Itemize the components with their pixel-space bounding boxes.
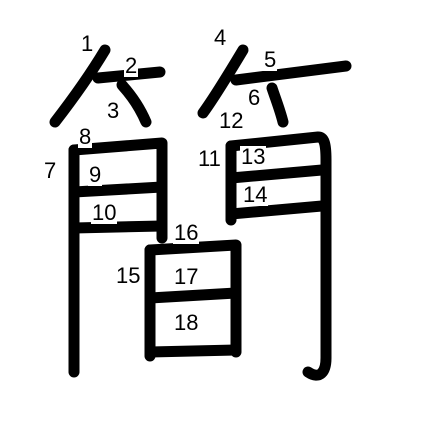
stroke-17 <box>144 287 242 304</box>
stroke-number-17: 17 <box>173 264 200 289</box>
stroke-number-12: 12 <box>218 108 245 133</box>
stroke-number-8: 8 <box>78 124 93 149</box>
stroke-number-11: 11 <box>197 146 222 171</box>
stroke-12 <box>225 131 332 381</box>
stroke-5 <box>230 60 352 86</box>
stroke-3 <box>116 79 152 128</box>
stroke-number-14: 14 <box>242 182 269 207</box>
stroke-number-4: 4 <box>213 25 228 50</box>
stroke-number-1: 1 <box>80 31 95 56</box>
stroke-4 <box>197 44 249 119</box>
stroke-8 <box>68 137 168 244</box>
stroke-number-10: 10 <box>91 200 118 225</box>
stroke-16 <box>144 239 242 358</box>
stroke-number-6: 6 <box>247 85 262 110</box>
stroke-1 <box>49 44 111 128</box>
stroke-number-2: 2 <box>124 53 139 78</box>
stroke-13 <box>225 164 328 184</box>
stroke-6 <box>266 82 289 128</box>
stroke-number-5: 5 <box>263 47 278 72</box>
stroke-number-3: 3 <box>106 98 121 123</box>
stroke-18 <box>144 344 242 358</box>
stroke-number-18: 18 <box>173 310 200 335</box>
stroke-14 <box>225 200 328 220</box>
stroke-number-7: 7 <box>43 158 58 183</box>
stroke-number-15: 15 <box>115 263 142 288</box>
stroke-number-9: 9 <box>88 162 103 187</box>
stroke-9 <box>68 181 168 198</box>
stroke-number-16: 16 <box>173 220 200 245</box>
stroke-number-13: 13 <box>240 144 267 169</box>
stroke-10 <box>68 220 168 234</box>
